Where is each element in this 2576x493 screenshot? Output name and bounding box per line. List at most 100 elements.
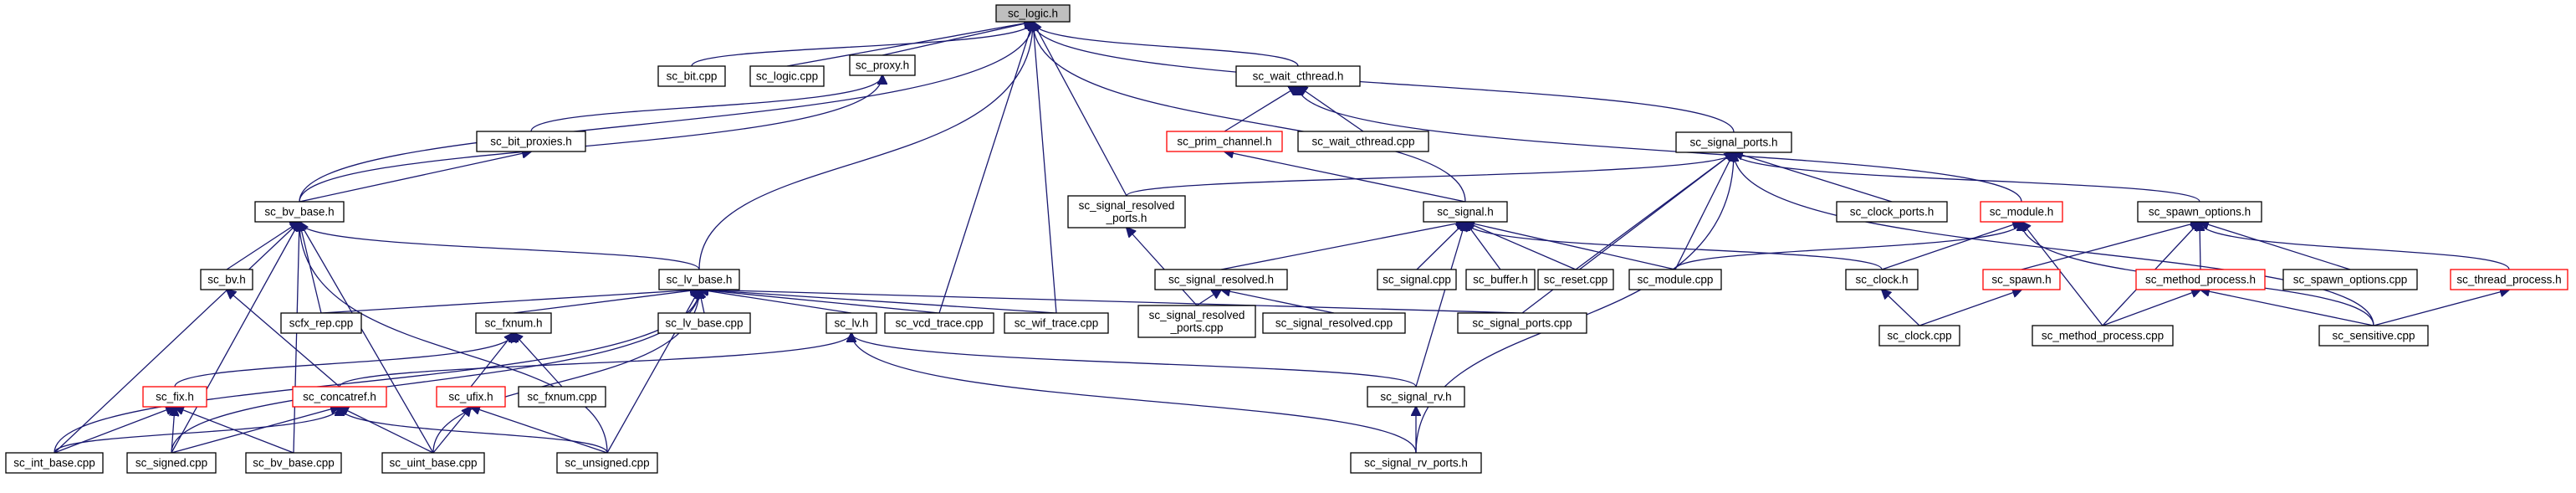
node-sc-signal-ports-cpp[interactable]: sc_signal_ports.cpp: [1457, 312, 1587, 334]
node-sc-bv-h[interactable]: sc_bv.h: [200, 269, 253, 290]
node-sc-clock-ports-h[interactable]: sc_clock_ports.h: [1836, 201, 1948, 223]
node-sc-wif-trace-cpp[interactable]: sc_wif_trace.cpp: [1004, 312, 1109, 334]
node-sc-bv-base-h[interactable]: sc_bv_base.h: [254, 201, 345, 223]
node-sc-uint-base-cpp[interactable]: sc_uint_base.cpp: [381, 452, 485, 474]
node-sc-bit-cpp[interactable]: sc_bit.cpp: [657, 65, 726, 87]
edge-sc-bit-cpp-to-sc-logic-h: [691, 22, 1033, 67]
edge-sc-logic-cpp-to-sc-logic-h: [786, 22, 1033, 67]
node-sc-wait-cthread-cpp[interactable]: sc_wait_cthread.cpp: [1297, 131, 1429, 152]
node-label: sc_signal_rv_ports.h: [1364, 457, 1468, 470]
node-box: [1537, 269, 1614, 290]
node-sc-proxy-h[interactable]: sc_proxy.h: [849, 54, 916, 76]
node-sc-reset-cpp[interactable]: sc_reset.cpp: [1537, 269, 1614, 290]
node-sc-signal-cpp[interactable]: sc_signal.cpp: [1377, 269, 1457, 290]
node-label: sc_ufix.h: [448, 391, 493, 403]
node-label: sc_module.h: [1990, 206, 2054, 218]
node-sc-module-cpp[interactable]: sc_module.cpp: [1628, 269, 1722, 290]
edge-sc-sensitive-cpp-to-sc-thread-process-h: [2373, 290, 2509, 326]
edge-sc-prim-channel-h-to-sc-wait-cthread-h: [1224, 86, 1298, 132]
node-label: sc_signal_resolved.cpp: [1275, 317, 1393, 330]
edge-sc-bv-base-h-to-sc-proxy-h: [299, 75, 882, 203]
edge-sc-int-base-cpp-to-sc-bv-base-h: [54, 222, 299, 454]
node-label: sc_lv_base.h: [667, 274, 733, 286]
edge-sc-signal-resolved-ports-cpp-to-sc-signal-resolved-h: [1196, 290, 1221, 306]
node-box: [657, 65, 726, 87]
node-box: [1166, 131, 1283, 152]
edge-sc-wif-trace-cpp-to-sc-lv-base-h: [699, 290, 1057, 314]
node-sc-signal-ports-h[interactable]: sc_signal_ports.h: [1675, 131, 1792, 153]
node-box: [280, 312, 362, 334]
node-sc-signal-h[interactable]: sc_signal.h: [1423, 201, 1508, 223]
node-sc-logic-cpp[interactable]: sc_logic.cpp: [749, 65, 825, 87]
node-sc-method-process-cpp[interactable]: sc_method_process.cpp: [2032, 325, 2174, 347]
node-sc-bv-base-cpp[interactable]: sc_bv_base.cpp: [245, 452, 342, 474]
edge-sc-reset-cpp-to-sc-signal-h: [1465, 222, 1577, 270]
node-sc-vcd-trace-cpp[interactable]: sc_vcd_trace.cpp: [884, 312, 994, 334]
node-sc-fxnum-cpp[interactable]: sc_fxnum.cpp: [518, 386, 606, 408]
edge-scfx-rep-cpp-to-sc-bv-base-h: [299, 222, 322, 314]
node-sc-spawn-h[interactable]: sc_spawn.h: [1982, 269, 2061, 290]
node-box: [436, 386, 506, 408]
node-sc-ufix-h[interactable]: sc_ufix.h: [436, 386, 506, 408]
node-box: [476, 131, 586, 152]
edge-sc-uint-base-cpp-to-sc-bv-base-h: [299, 222, 434, 454]
node-sc-sensitive-cpp[interactable]: sc_sensitive.cpp: [2318, 325, 2429, 347]
node-box: [1675, 131, 1792, 153]
node-box: [1982, 269, 2061, 290]
node-sc-bit-proxies-h[interactable]: sc_bit_proxies.h: [476, 131, 586, 152]
node-sc-spawn-options-h[interactable]: sc_spawn_options.h: [2137, 201, 2262, 223]
node-sc-fxnum-h[interactable]: sc_fxnum.h: [475, 312, 552, 334]
node-sc-signal-rv-ports-h[interactable]: sc_signal_rv_ports.h: [1350, 452, 1482, 474]
node-sc-fix-h[interactable]: sc_fix.h: [142, 386, 207, 408]
node-sc-signed-cpp[interactable]: sc_signed.cpp: [126, 452, 217, 474]
node-sc-clock-h[interactable]: sc_clock.h: [1845, 269, 1919, 290]
node-sc-unsigned-cpp[interactable]: sc_unsigned.cpp: [556, 452, 658, 474]
node-box: [5, 452, 104, 474]
edge-sc-signal-h-to-sc-logic-h: [1033, 22, 1466, 203]
node-box: [518, 386, 606, 408]
node-sc-buffer-h[interactable]: sc_buffer.h: [1465, 269, 1536, 290]
node-box: [1154, 269, 1288, 290]
node-sc-concatref-h[interactable]: sc_concatref.h: [292, 386, 387, 408]
edge-sc-signal-resolved-h-to-sc-signal-h: [1220, 222, 1465, 270]
node-label: sc_wait_cthread.cpp: [1311, 136, 1414, 148]
node-label: sc_thread_process.h: [2456, 274, 2561, 286]
edge-sc-sensitive-cpp-to-sc-signal-ports-h: [1734, 152, 2374, 326]
node-sc-wait-cthread-h[interactable]: sc_wait_cthread.h: [1235, 65, 1361, 87]
node-sc-spawn-options-cpp[interactable]: sc_spawn_options.cpp: [2282, 269, 2418, 290]
node-label: sc_bit.cpp: [667, 70, 718, 83]
node-sc-signal-resolved-ports-cpp[interactable]: sc_signal_resolved_ports.cpp: [1137, 305, 1256, 338]
edge-sc-bit-proxies-h-to-sc-proxy-h: [530, 75, 882, 132]
node-sc-signal-rv-h[interactable]: sc_signal_rv.h: [1367, 386, 1465, 408]
node-box: [126, 452, 217, 474]
node-label: sc_fix.h: [156, 391, 194, 403]
node-label: sc_spawn_options.cpp: [2293, 274, 2408, 286]
node-sc-signal-resolved-h[interactable]: sc_signal_resolved.h: [1154, 269, 1288, 290]
node-sc-int-base-cpp[interactable]: sc_int_base.cpp: [5, 452, 104, 474]
node-label: sc_lv.h: [834, 317, 868, 330]
node-scfx-rep-cpp[interactable]: scfx_rep.cpp: [280, 312, 362, 334]
node-label: sc_signal_resolved: [1149, 309, 1245, 321]
node-sc-module-h[interactable]: sc_module.h: [1980, 201, 2063, 223]
node-sc-signal-resolved-cpp[interactable]: sc_signal_resolved.cpp: [1262, 312, 1406, 334]
node-box: [658, 269, 740, 290]
edge-sc-concatref-h-to-sc-lv-h: [339, 333, 851, 388]
node-box: [884, 312, 994, 334]
node-label: sc_bv.h: [207, 274, 246, 286]
node-sc-lv-base-h[interactable]: sc_lv_base.h: [658, 269, 740, 290]
node-sc-lv-h[interactable]: sc_lv.h: [825, 312, 877, 334]
node-sc-clock-cpp[interactable]: sc_clock.cpp: [1878, 325, 1960, 347]
node-box: [1235, 65, 1361, 87]
node-box: [2318, 325, 2429, 347]
node-sc-lv-base-cpp[interactable]: sc_lv_base.cpp: [657, 312, 751, 334]
node-sc-signal-resolved-ports-h[interactable]: sc_signal_resolved_ports.h: [1067, 195, 1186, 229]
node-sc-prim-channel-h[interactable]: sc_prim_channel.h: [1166, 131, 1283, 152]
node-box: [475, 312, 552, 334]
node-sc-thread-process-h[interactable]: sc_thread_process.h: [2450, 269, 2568, 290]
node-sc-logic-h[interactable]: sc_logic.h: [995, 4, 1071, 23]
node-sc-method-process-h[interactable]: sc_method_process.h: [2135, 269, 2266, 290]
node-box: [825, 312, 877, 334]
node-label: sc_bv_base.h: [264, 206, 334, 218]
node-label: sc_signal.h: [1437, 206, 1494, 218]
edge-sc-signal-resolved-cpp-to-sc-signal-resolved-h: [1221, 290, 1335, 314]
